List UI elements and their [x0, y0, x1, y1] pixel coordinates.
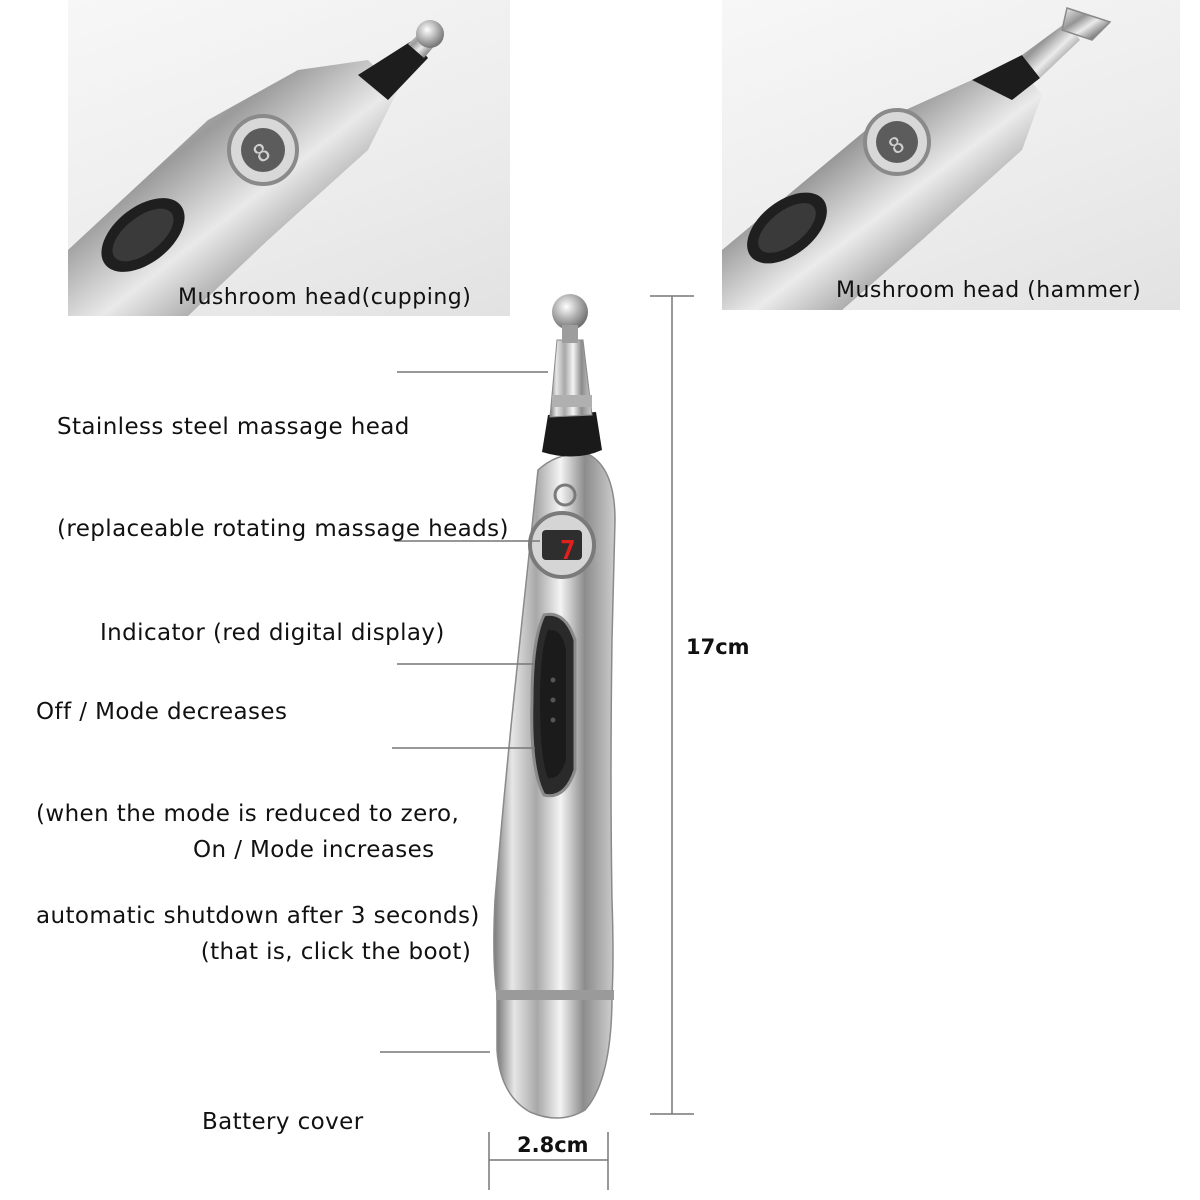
label-massage-head-line-1: Stainless steel massage head [57, 414, 410, 440]
label-off-mode-line-3: automatic shutdown after 3 seconds) [36, 903, 480, 929]
dimension-width-label: 2.8cm [517, 1133, 589, 1157]
pen-closeup-hammer-illustration: 8 [722, 7, 1112, 310]
dimension-length-label: 17cm [686, 635, 750, 659]
pen-black-collar [542, 412, 602, 457]
pen-indicator-ring [528, 483, 596, 579]
label-massage-head: Stainless steel massage head (replaceabl… [57, 342, 509, 614]
label-on-mode-line-1: On / Mode increases [193, 837, 435, 863]
label-off-mode-line-1: Off / Mode decreases [36, 699, 288, 725]
digital-display-digit: 7 [560, 536, 576, 566]
label-battery-cover: Battery cover [202, 1037, 364, 1200]
label-indicator: Indicator (red digital display) [100, 548, 445, 718]
label-off-mode: Off / Mode decreases (when the mode is r… [36, 627, 480, 1001]
photo-cupping-head: 8 Mushroom head(cupping) [68, 0, 510, 316]
label-battery-cover-line: Battery cover [202, 1109, 364, 1135]
photo-caption-cupping: Mushroom head(cupping) [178, 285, 472, 310]
dimension-length-line [650, 295, 694, 1115]
pen-closeup-cupping-illustration: 8 [68, 20, 444, 316]
label-off-mode-line-2: (when the mode is reduced to zero, [36, 801, 460, 827]
label-on-mode: On / Mode increases (that is, click the … [193, 765, 471, 1037]
pen-battery-cover [496, 990, 614, 1119]
photo-hammer-head: 8 Mushroom head (hammer) [722, 0, 1180, 310]
photo-caption-hammer: Mushroom head (hammer) [836, 278, 1142, 303]
dimension-width-line [488, 1132, 609, 1190]
pen-massage-ball [552, 294, 588, 343]
label-on-mode-line-2: (that is, click the boot) [193, 939, 472, 965]
label-indicator-line: Indicator (red digital display) [100, 620, 445, 646]
pen-neck [549, 339, 593, 418]
pen-button-panel [530, 612, 577, 798]
label-massage-head-line-2: (replaceable rotating massage heads) [57, 516, 509, 542]
